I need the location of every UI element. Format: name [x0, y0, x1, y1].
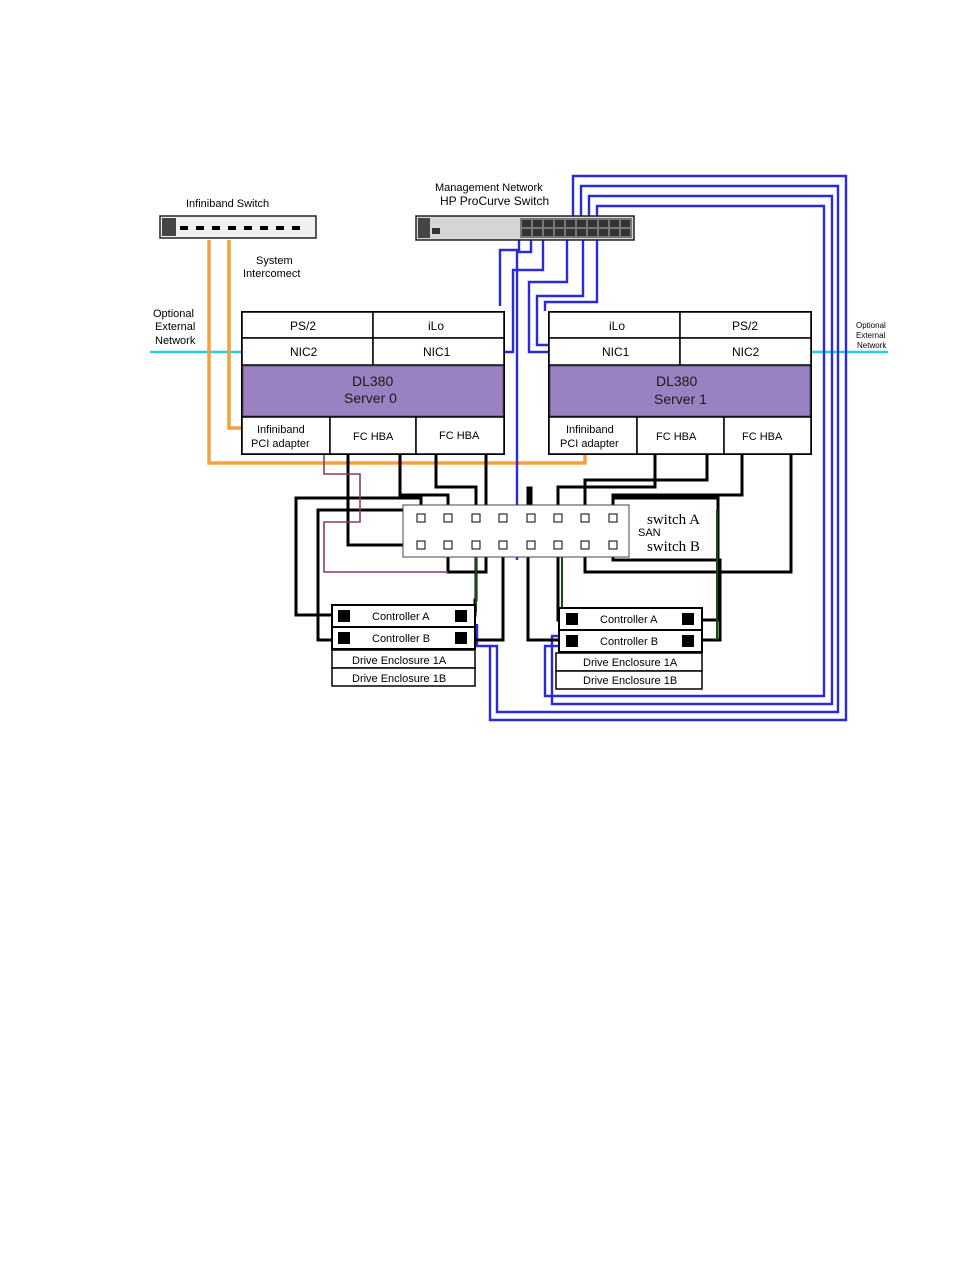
right-controller-a: Controller A: [600, 614, 658, 626]
left-drive-enclosure-1b: Drive Enclosure 1B: [352, 673, 446, 685]
optional-network-left-line3: Network: [155, 335, 196, 347]
optional-network-right-line2: External: [856, 331, 886, 340]
procurve-switch: [415, 215, 635, 241]
server-1-nic2: NIC2: [732, 345, 760, 359]
mgmt-switch-label-line1: Management Network: [435, 182, 543, 194]
server-0-nic2: NIC2: [290, 345, 318, 359]
storage-array-right: Controller A Controller B Drive Enclosur…: [555, 607, 703, 690]
optional-network-left-line2: External: [155, 321, 195, 333]
server-1-hba2: FC HBA: [742, 431, 783, 443]
san-switch: switch A SAN switch B: [402, 504, 700, 558]
optional-network-right-line1: Optional: [856, 321, 886, 330]
san-switch-b-label: switch B: [647, 539, 700, 555]
left-controller-a: Controller A: [372, 611, 430, 623]
server-1-chassis-band: [549, 365, 811, 417]
server-0-ib-line1: Infiniband: [257, 424, 305, 436]
optional-network-right-line3: Network: [857, 341, 887, 350]
mgmt-switch-label-line2: HP ProCurve Switch: [440, 194, 549, 208]
server-1-nic1: NIC1: [602, 345, 630, 359]
server-1-ilo: iLo: [609, 319, 625, 333]
server-0-hba2: FC HBA: [439, 430, 480, 442]
server-0-model: DL380: [352, 373, 393, 389]
san-label: SAN: [638, 527, 661, 539]
storage-array-left: Controller A Controller B Drive Enclosur…: [331, 604, 476, 687]
server-0-nic1: NIC1: [423, 345, 451, 359]
system-interconnect-label-line2: Intercomect: [243, 268, 300, 280]
server-1-model: DL380: [656, 373, 697, 389]
server-0-name: Server 0: [344, 390, 397, 406]
server-0-ib-line2: PCI adapter: [251, 438, 310, 450]
infiniband-switch-label: Infiniband Switch: [186, 198, 269, 210]
server-1-ib-line1: Infiniband: [566, 424, 614, 436]
san-switch-a-ports: [416, 513, 618, 523]
left-drive-enclosure-1a: Drive Enclosure 1A: [352, 655, 447, 667]
infiniband-switch: [159, 215, 317, 239]
server-0-ps2: PS/2: [290, 319, 316, 333]
san-switch-b-ports: [416, 540, 618, 550]
server-0-ilo: iLo: [428, 319, 444, 333]
server-1-hba1: FC HBA: [656, 431, 697, 443]
management-cables: [475, 174, 848, 722]
server-1-ib-line2: PCI adapter: [560, 438, 619, 450]
right-drive-enclosure-1b: Drive Enclosure 1B: [583, 675, 677, 687]
server-0: PS/2 iLo NIC2 NIC1 DL380 Server 0 Infini…: [241, 311, 505, 455]
server-1: iLo PS/2 NIC1 NIC2 DL380 Server 1 Infini…: [548, 311, 812, 455]
san-switch-a-label: switch A: [647, 512, 700, 528]
server-0-hba1: FC HBA: [353, 431, 394, 443]
right-controller-b: Controller B: [600, 636, 658, 648]
server-1-ps2: PS/2: [732, 319, 758, 333]
infiniband-cables: [207, 240, 587, 465]
server-0-chassis-band: [242, 365, 504, 417]
server-1-name: Server 1: [654, 391, 707, 407]
optional-network-left-line1: Optional: [153, 308, 194, 320]
system-interconnect-label-line1: System: [256, 255, 293, 267]
left-controller-b: Controller B: [372, 633, 430, 645]
right-drive-enclosure-1a: Drive Enclosure 1A: [583, 657, 678, 669]
